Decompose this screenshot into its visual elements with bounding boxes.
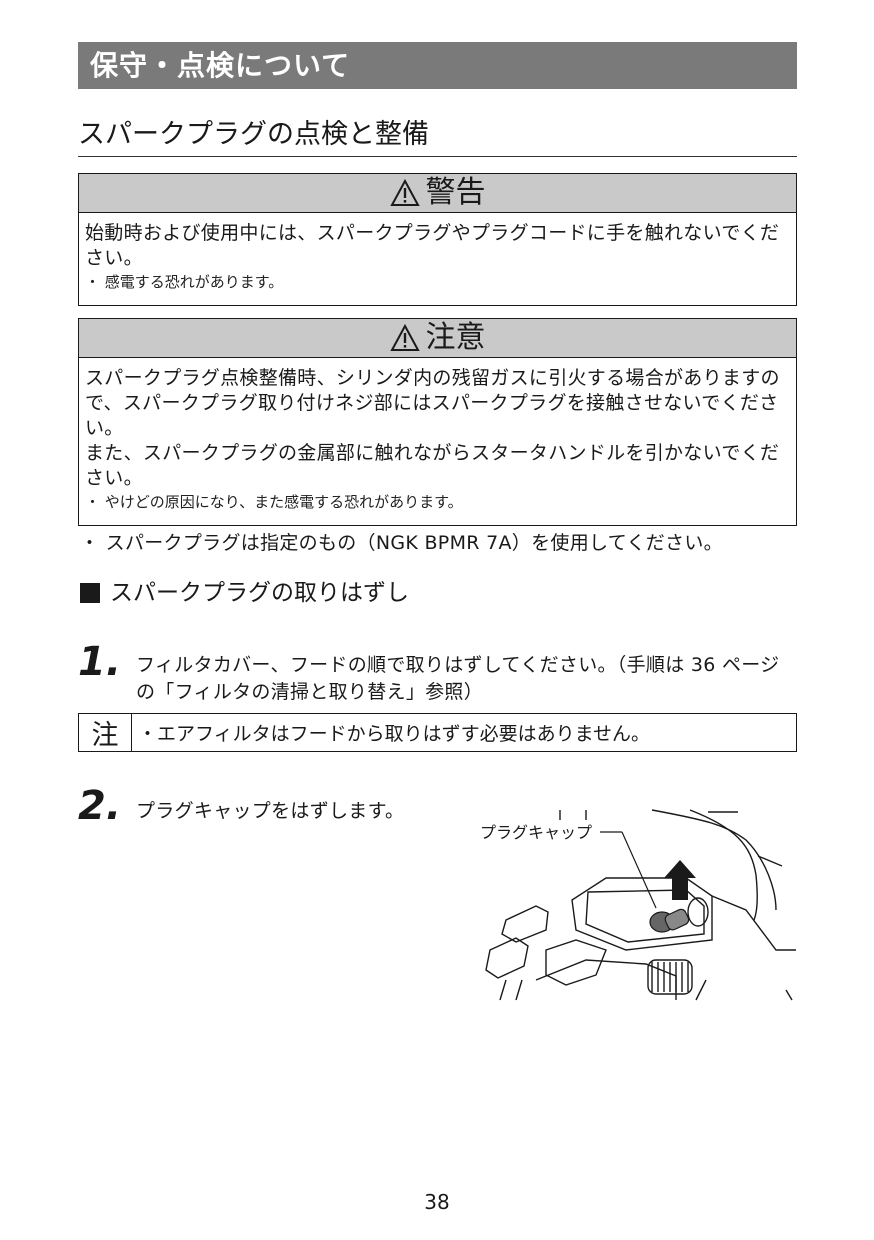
warning-text: 始動時および使用中には、スパークプラグやプラグコードに手を触れないでください。	[85, 222, 780, 269]
illustration-callout-text: プラグキャップ	[480, 823, 592, 842]
square-bullet-icon	[80, 583, 100, 603]
memo-text: ・エアフィルタはフードから取りはずす必要はありません。	[138, 723, 651, 745]
warning-body: 始動時および使用中には、スパークプラグやプラグコードに手を触れないでください。 …	[79, 213, 796, 301]
caution-triangle-icon	[389, 324, 420, 351]
caution-note: ・ やけどの原因になり、また感電する恐れがあります。	[85, 493, 463, 511]
caution-text-1: スパークプラグ点検整備時、シリンダ内の残留ガスに引火する場合がありますので、スパ…	[85, 367, 780, 439]
caution-box: 注意 スパークプラグ点検整備時、シリンダ内の残留ガスに引火する場合がありますので…	[78, 318, 797, 526]
warning-heading: 警告	[425, 175, 486, 210]
section-title: スパークプラグの点検と整備	[78, 116, 797, 157]
page-header: 保守・点検について	[78, 42, 797, 89]
subsection-heading: スパークプラグの取りはずし	[80, 578, 409, 608]
subsection-title: スパークプラグの取りはずし	[110, 580, 409, 606]
up-arrow-icon	[664, 860, 696, 900]
plug-cap	[649, 897, 709, 933]
step-2-text: プラグキャップをはずします。	[136, 800, 405, 822]
memo-box: 注 ・エアフィルタはフードから取りはずす必要はありません。	[78, 713, 797, 752]
step-1-text: フィルタカバー、フードの順で取りはずしてください。（手順は 36 ページの「フィ…	[136, 654, 780, 703]
page-number: 38	[424, 1190, 450, 1214]
plug-spec-note: ・ スパークプラグは指定のもの（NGK BPMR 7A）を使用してください。	[80, 532, 723, 554]
memo-label: 注	[79, 714, 132, 751]
header-title: 保守・点検について	[90, 49, 351, 82]
warning-header: 警告	[79, 174, 796, 213]
step-1-number: 1.	[78, 639, 122, 685]
plug-cap-illustration: プラグキャップ	[480, 809, 796, 1001]
warning-box: 警告 始動時および使用中には、スパークプラグやプラグコードに手を触れないでくださ…	[78, 173, 797, 306]
callout-leader	[621, 831, 657, 909]
caution-body: スパークプラグ点検整備時、シリンダ内の残留ガスに引火する場合がありますので、スパ…	[79, 358, 796, 521]
coil-spring	[647, 959, 693, 995]
caution-heading: 注意	[425, 320, 486, 355]
caution-text-2: また、スパークプラグの金属部に触れながらスタータハンドルを引かないでください。	[85, 442, 780, 489]
step-2-number: 2.	[78, 783, 122, 829]
warning-triangle-icon	[389, 179, 420, 206]
caution-header: 注意	[79, 319, 796, 358]
warning-note: ・ 感電する恐れがあります。	[85, 273, 284, 291]
